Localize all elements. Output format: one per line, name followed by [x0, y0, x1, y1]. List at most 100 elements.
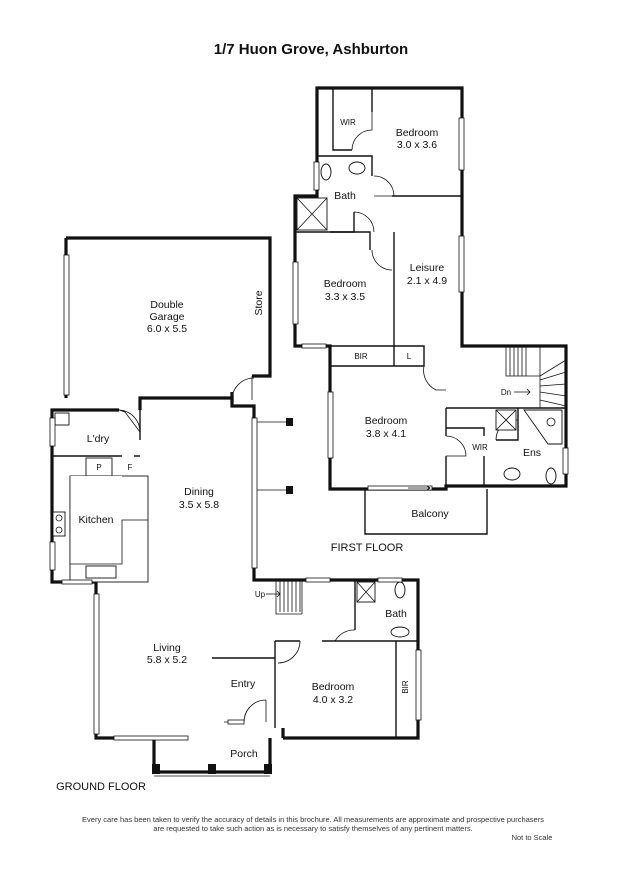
kitchen-island-cut [70, 476, 122, 564]
dining-slider [251, 417, 258, 569]
bedroom-ground-window [415, 649, 422, 721]
first-floor-caption: FIRST FLOOR [331, 542, 404, 554]
balcony-outline [364, 489, 488, 535]
kitchen-bench-inner [69, 476, 148, 565]
porch-post [208, 764, 216, 774]
landing-window [301, 343, 327, 349]
wir-top-label: WIR [340, 118, 356, 127]
shower-ground-x [356, 581, 376, 603]
dining-size: 3.5 x 5.8 [179, 499, 219, 511]
laundry-tub [54, 412, 70, 426]
porch-post [264, 764, 272, 774]
porch-post [152, 764, 160, 774]
bir-ground-label: BIR [401, 680, 410, 694]
pergola-post [286, 486, 293, 494]
bath-door [334, 629, 356, 642]
cooktop-burner [55, 526, 63, 534]
bedroom-mid-door [371, 249, 393, 271]
bedroom-master-label: Bedroom [365, 415, 408, 427]
garage-size: 6.0 x 5.5 [147, 323, 187, 335]
toilet-first [348, 161, 366, 175]
disclaimer-line-1: Every care has been taken to verify the … [82, 815, 544, 824]
living-window-top [305, 577, 331, 583]
living-window-bottom [113, 735, 189, 741]
wir-master-door [445, 435, 467, 457]
ground-floor: Double Garage 6.0 x 5.5 Store L'dry P F … [49, 236, 422, 777]
pantry-label: P [96, 463, 101, 472]
garage-label-2: Garage [149, 311, 184, 323]
bedroom-mid-label: Bedroom [324, 278, 367, 290]
leisure-window [458, 235, 465, 293]
ground-floor-caption: GROUND FLOOR [56, 781, 146, 793]
porch-label: Porch [230, 748, 258, 760]
entry-side [227, 719, 245, 725]
bath-ground-walls [354, 580, 418, 642]
plan-title: 1/7 Huon Grove, Ashburton [214, 41, 408, 58]
entry-door [224, 699, 267, 723]
cooktop [52, 511, 66, 537]
laundry-door [118, 409, 141, 433]
ens-toilet [503, 467, 521, 481]
ens-basin [545, 467, 557, 485]
bath-first-window [313, 161, 320, 191]
balcony-label: Balcony [411, 508, 449, 520]
scale-note: Not to Scale [512, 833, 553, 842]
bedroom-top-door [373, 175, 395, 197]
kitchen-sink [85, 565, 117, 579]
living-window-left [93, 593, 100, 735]
ensuite-label: Ens [523, 447, 541, 459]
master-window [327, 391, 334, 459]
bedroom-top-size: 3.0 x 3.6 [397, 139, 437, 151]
up-arrow [266, 590, 281, 598]
toilet-ground [394, 581, 406, 599]
kitchen-window-bottom [61, 579, 93, 585]
leisure-label: Leisure [410, 262, 445, 274]
first-stairs [505, 346, 567, 408]
bath-ground-label: Bath [385, 608, 407, 620]
laundry-wall [52, 410, 141, 457]
entry-label: Entry [231, 678, 256, 690]
bedroom-top-window [458, 117, 465, 171]
bedroom-mid-size: 3.3 x 3.5 [325, 291, 365, 303]
living-label: Living [153, 642, 181, 654]
laundry-window [49, 417, 56, 447]
kitchen-window [49, 541, 56, 571]
laundry-label: L'dry [87, 433, 110, 445]
basin-ground [390, 626, 410, 638]
master-walls [445, 407, 566, 487]
garage-window [63, 254, 70, 396]
shower-first-x [296, 197, 328, 231]
pergola-post [286, 418, 293, 426]
fridge-label: F [128, 463, 133, 472]
up-label: Up [255, 590, 266, 599]
bedroom-mid-window [292, 261, 299, 325]
bedroom-ground-door [277, 640, 301, 664]
bedroom-mid-wall [295, 231, 395, 346]
bir-first-label: BIR [354, 352, 368, 361]
bedroom-ground-wall [274, 640, 397, 738]
bath-first-label: Bath [334, 190, 356, 202]
pergola-beam [257, 421, 289, 491]
living-size: 5.8 x 5.2 [147, 654, 187, 666]
ens-spa [523, 409, 563, 445]
garage-label-1: Double [150, 299, 183, 311]
first-floor: WIR Bedroom 3.0 x 3.6 Bath Leisure 2.1 x… [292, 86, 569, 535]
wir-master-label: WIR [472, 443, 488, 452]
master-door [423, 365, 446, 391]
ens-window [562, 447, 569, 475]
garage-door [231, 376, 255, 402]
leisure-size: 2.1 x 4.9 [407, 275, 447, 287]
balcony-slider-arrow [408, 485, 431, 491]
cooktop-burner [55, 514, 63, 522]
store-label: Store [253, 290, 265, 315]
bir-first-walls [330, 345, 425, 367]
linen-label: L [407, 352, 412, 361]
ground-stairs [275, 580, 303, 615]
basin-first [320, 163, 332, 181]
dn-arrow [514, 388, 531, 396]
balcony-slider [367, 485, 433, 491]
dining-label: Dining [184, 486, 214, 498]
bedroom-top-wall [317, 155, 462, 197]
bath-first-door [353, 211, 375, 233]
